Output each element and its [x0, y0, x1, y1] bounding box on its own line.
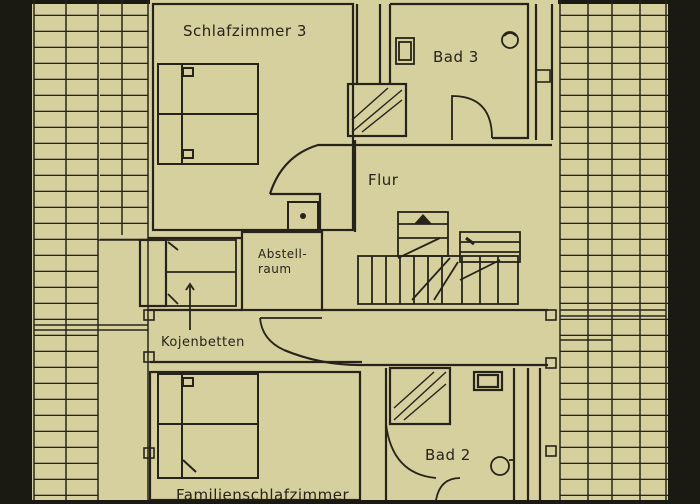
door-swings — [259, 95, 493, 500]
abstellraum-line-1: Abstell- — [258, 247, 308, 261]
shower-hatch — [351, 87, 447, 421]
left-roof-hatching — [33, 0, 149, 500]
room-label-abstellraum: Abstell- raum — [258, 247, 318, 277]
bad2-toilet — [490, 456, 514, 476]
room-label-kojenbetten: Kojenbetten — [161, 335, 245, 350]
stair-arrow-icon — [414, 214, 432, 224]
room-label-schlafzimmer-3: Schlafzimmer 3 — [183, 22, 307, 40]
double-bed-bottom — [157, 373, 259, 479]
abstellraum-line-2: raum — [258, 262, 292, 276]
room-label-flur: Flur — [368, 171, 399, 189]
staircase — [357, 211, 521, 305]
room-label-bad-3: Bad 3 — [433, 48, 479, 66]
wall-posts — [143, 69, 557, 459]
chimney — [287, 201, 319, 231]
right-border — [668, 0, 700, 500]
bad3-fixtures — [395, 31, 519, 65]
left-border — [0, 0, 32, 500]
room-label-familienschlafzimmer: Familienschlafzimmer — [176, 486, 350, 504]
right-roof-hatching — [559, 0, 668, 500]
double-bed-top — [157, 63, 259, 165]
room-label-bad-2: Bad 2 — [425, 446, 471, 464]
bunk-beds — [165, 239, 237, 330]
